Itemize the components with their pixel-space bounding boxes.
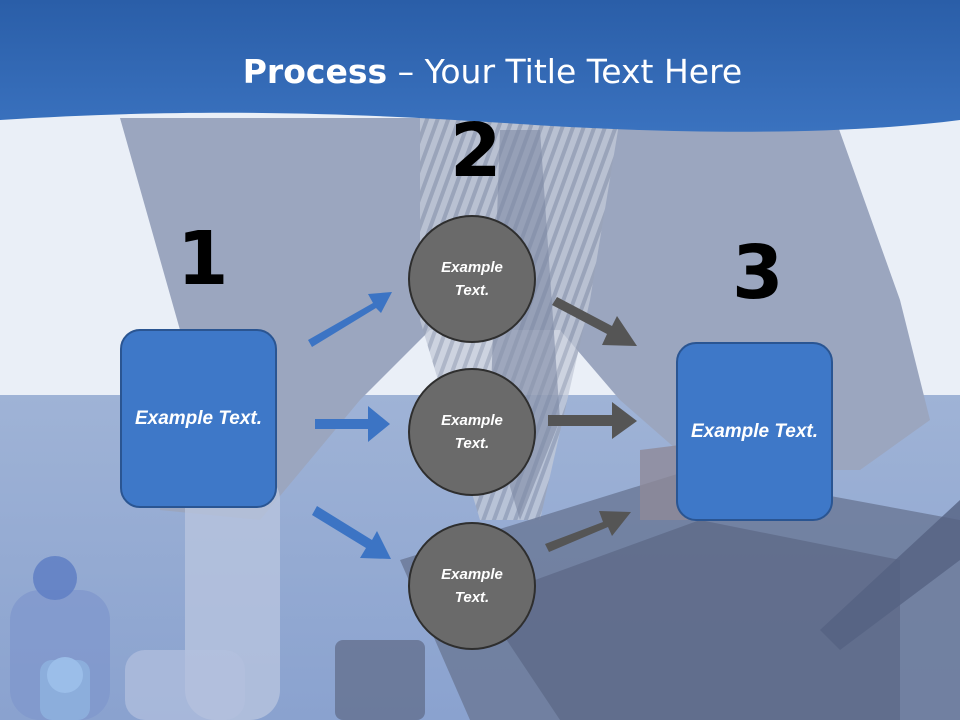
- arrow-1-to-2-bottom: [312, 506, 391, 559]
- slide-title-rest: – Your Title Text Here: [387, 52, 743, 91]
- step-2-circle-bottom[interactable]: Example Text.: [408, 522, 536, 650]
- arrow-2-to-3-top: [552, 297, 637, 346]
- slide-title: Process – Your Title Text Here: [0, 52, 960, 91]
- step-2-circle-middle[interactable]: Example Text.: [408, 368, 536, 496]
- slide-title-bold: Process: [242, 52, 388, 91]
- step-2-circle-top[interactable]: Example Text.: [408, 215, 536, 343]
- arrow-2-to-3-bottom: [545, 511, 631, 552]
- step-2-circle-top-text: Example Text.: [441, 259, 503, 299]
- arrow-1-to-2-middle: [315, 406, 390, 442]
- arrow-2-to-3-middle: [548, 402, 637, 439]
- arrow-1-to-2-top: [308, 292, 392, 347]
- step-3-box-text: Example Text.: [690, 421, 819, 442]
- step-2-circle-bottom-text: Example Text.: [441, 566, 503, 606]
- step-2-circle-middle-text: Example Text.: [441, 412, 503, 452]
- step-3-box[interactable]: Example Text.: [676, 342, 833, 521]
- step-1-box-text: Example Text.: [134, 408, 263, 429]
- step-1-box[interactable]: Example Text.: [120, 329, 277, 508]
- step-number-2: 2: [450, 108, 502, 194]
- step-number-1: 1: [177, 216, 229, 302]
- step-number-3: 3: [732, 230, 784, 316]
